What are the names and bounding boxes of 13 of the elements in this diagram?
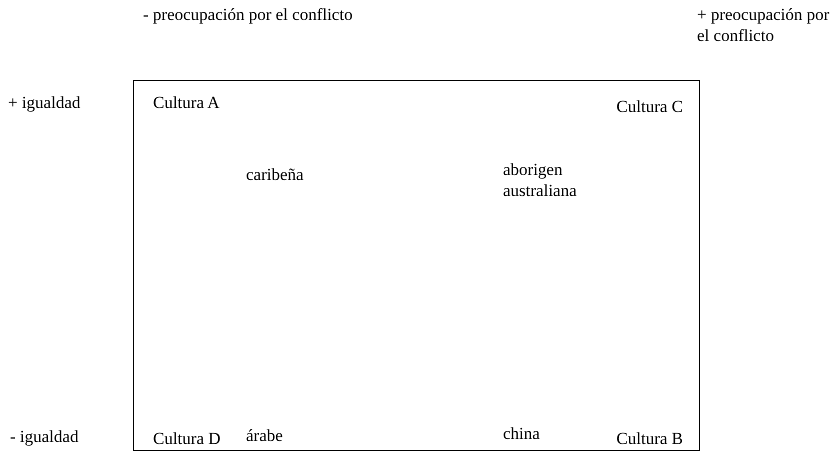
quadrant-title: Cultura B [616, 428, 683, 449]
axis-label: - igualdad [10, 426, 78, 447]
quadrant-title: Cultura A [153, 92, 220, 113]
culture-label: aborigen australiana [503, 159, 578, 201]
axis-label: + preocupación por el conflicto [697, 4, 830, 46]
culture-label: china [503, 423, 540, 444]
culture-label: árabe [246, 425, 283, 446]
quadrant-title: Cultura C [616, 96, 683, 117]
axis-label: - preocupación por el conflicto [143, 4, 354, 25]
quadrant-title: Cultura D [153, 428, 221, 449]
quadrant-box [133, 80, 700, 451]
culture-label: caribeña [246, 164, 304, 185]
axis-label: + igualdad [8, 92, 80, 113]
